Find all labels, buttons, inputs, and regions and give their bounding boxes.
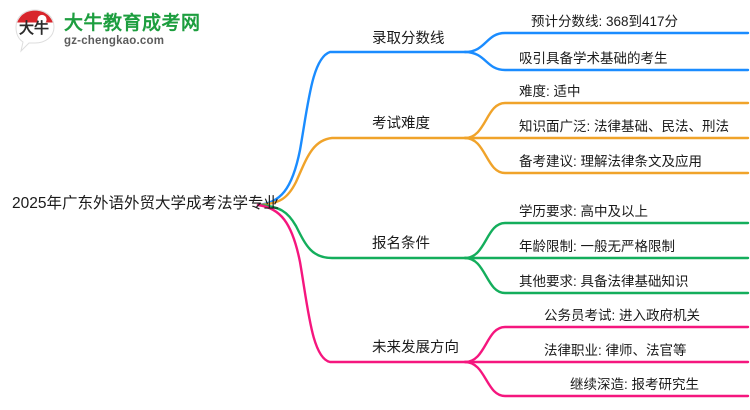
logo-domain: gz-chengkao.com bbox=[64, 35, 165, 48]
leaf-label-2-2[interactable]: 其他要求: 具备法律基础知识 bbox=[519, 274, 689, 289]
branch-connector-3 bbox=[256, 203, 750, 398]
logo-title: 大牛教育成考网 bbox=[64, 13, 201, 35]
leaf-label-3-2[interactable]: 继续深造: 报考研究生 bbox=[570, 377, 700, 392]
leaf-label-3-0[interactable]: 公务员考试: 进入政府机关 bbox=[544, 308, 701, 323]
mindmap-root-label[interactable]: 2025年广东外语外贸大学成考法学专业 bbox=[12, 195, 279, 212]
leaf-label-1-2[interactable]: 备考建议: 理解法律条文及应用 bbox=[519, 154, 703, 169]
leaf-label-2-0[interactable]: 学历要求: 高中及以上 bbox=[519, 204, 649, 219]
leaf-label-1-0[interactable]: 难度: 适中 bbox=[519, 84, 581, 99]
leaf-label-3-1[interactable]: 法律职业: 律师、法官等 bbox=[544, 343, 687, 358]
branch-label-3[interactable]: 未来发展方向 bbox=[372, 340, 459, 356]
svg-text:大牛: 大牛 bbox=[19, 19, 49, 37]
leaf-label-0-1[interactable]: 吸引具备学术基础的考生 bbox=[519, 51, 668, 66]
branch-label-2[interactable]: 报名条件 bbox=[372, 236, 430, 252]
logo-mark-icon: 大牛 bbox=[12, 8, 58, 54]
branch-label-0[interactable]: 录取分数线 bbox=[372, 31, 445, 47]
branch-label-1[interactable]: 考试难度 bbox=[372, 116, 430, 132]
leaf-label-2-1[interactable]: 年龄限制: 一般无严格限制 bbox=[519, 239, 676, 254]
leaf-label-1-1[interactable]: 知识面广泛: 法律基础、民法、刑法 bbox=[519, 119, 730, 134]
leaf-label-0-0[interactable]: 预计分数线: 368到417分 bbox=[531, 14, 679, 29]
site-logo[interactable]: 大牛 大牛教育成考网 gz-chengkao.com bbox=[12, 8, 201, 54]
